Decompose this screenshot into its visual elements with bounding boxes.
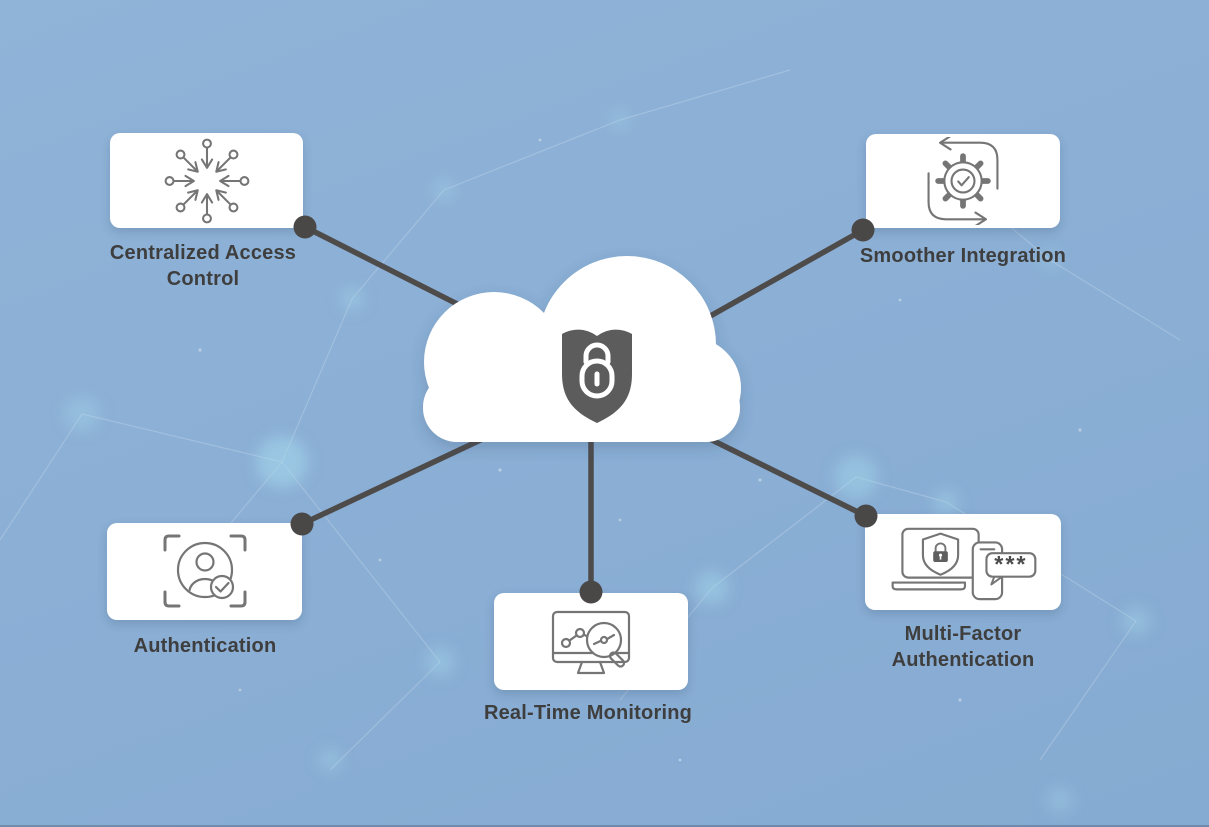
node-card-smoother-integration xyxy=(866,134,1060,228)
bottom-edge-strip xyxy=(0,825,1209,827)
node-label-multi-factor-authentication: Multi-Factor Authentication xyxy=(891,623,1035,672)
gear-cycle-check-icon xyxy=(927,137,999,225)
connector-lines xyxy=(300,224,868,592)
centralized-arrows-icon xyxy=(164,138,249,223)
node-label-real-time-monitoring: Real-Time Monitoring xyxy=(483,702,693,724)
node-label-smoother-integration: Smoother Integration xyxy=(859,245,1067,267)
node-card-authentication xyxy=(107,523,302,620)
node-card-real-time-monitoring xyxy=(494,593,688,690)
node-card-centralized-access-control xyxy=(110,133,303,228)
monitor-chart-magnifier-icon xyxy=(551,610,631,674)
laptop-shield-phone-otp-icon: *** xyxy=(891,527,1037,601)
connector-dots xyxy=(290,215,878,604)
node-card-multi-factor-authentication: *** xyxy=(865,514,1061,610)
user-scan-verified-icon xyxy=(163,534,246,607)
shield-lock-icon xyxy=(562,329,632,423)
node-label-centralized-access-control: Centralized Access Control xyxy=(109,242,297,291)
otp-asterisks-text: *** xyxy=(994,551,1027,577)
cloud-shape xyxy=(423,256,741,442)
node-label-authentication: Authentication xyxy=(133,635,277,657)
